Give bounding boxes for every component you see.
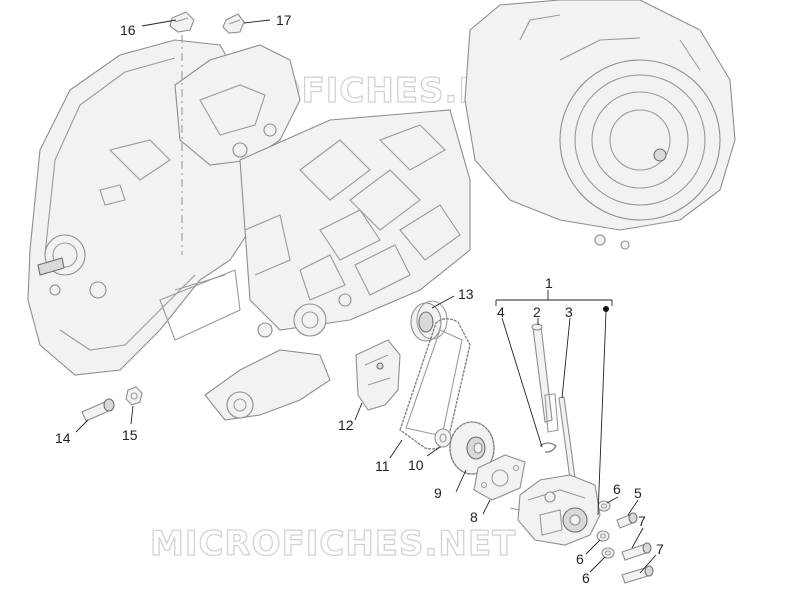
part-14-bolt[interactable] [81,398,115,422]
part-12-cover[interactable] [355,339,401,411]
engine-crankcase [27,0,736,421]
part-6-washer-a[interactable] [597,500,611,512]
part-6-washer-c[interactable] [601,547,615,559]
label-2[interactable]: 2 [533,304,541,320]
part-9-gear[interactable] [449,421,495,475]
label-4[interactable]: 4 [497,304,505,320]
part-7-screw-b[interactable] [621,565,654,584]
leader-lines [75,19,657,574]
label-8[interactable]: 8 [470,509,478,525]
label-16[interactable]: 16 [120,22,136,38]
label-7-bottom[interactable]: 7 [656,541,664,557]
label-6-top[interactable]: 6 [613,481,621,497]
label-11[interactable]: 11 [375,458,390,474]
label-1[interactable]: 1 [545,275,553,291]
label-6-bottom[interactable]: 6 [582,570,590,586]
label-10[interactable]: 10 [408,457,424,473]
label-7-top[interactable]: 7 [638,513,646,529]
label-9[interactable]: 9 [434,485,442,501]
callout-labels: 16 17 13 12 11 10 9 8 14 15 1 4 2 3 6 5 … [55,12,664,586]
part-3-rod[interactable] [558,396,576,480]
part-2-shaft[interactable] [531,323,559,433]
part-6-washer-b[interactable] [596,530,610,542]
part-13-bearing[interactable] [410,300,448,342]
label-14[interactable]: 14 [55,430,71,446]
part-11-belt[interactable] [399,318,471,450]
part-8-gasket[interactable] [473,454,526,501]
label-6-mid[interactable]: 6 [576,551,584,567]
part-4-circlip[interactable] [539,442,557,453]
label-15[interactable]: 15 [122,427,138,443]
label-5[interactable]: 5 [634,485,642,501]
part-16-clip[interactable] [169,11,195,33]
label-13[interactable]: 13 [458,286,474,302]
part-10-washer[interactable] [434,428,452,448]
label-3[interactable]: 3 [565,304,573,320]
part-17-clip[interactable] [222,13,245,34]
part-1-oil-pump[interactable] [509,474,601,546]
part-7-screw-a[interactable] [621,542,652,561]
label-17[interactable]: 17 [276,12,292,28]
watermark-bottom: MICROFICHES.NET [150,524,516,564]
part-15-nut[interactable] [125,386,143,406]
part-5-screw[interactable] [616,512,638,529]
label-12[interactable]: 12 [338,417,354,433]
